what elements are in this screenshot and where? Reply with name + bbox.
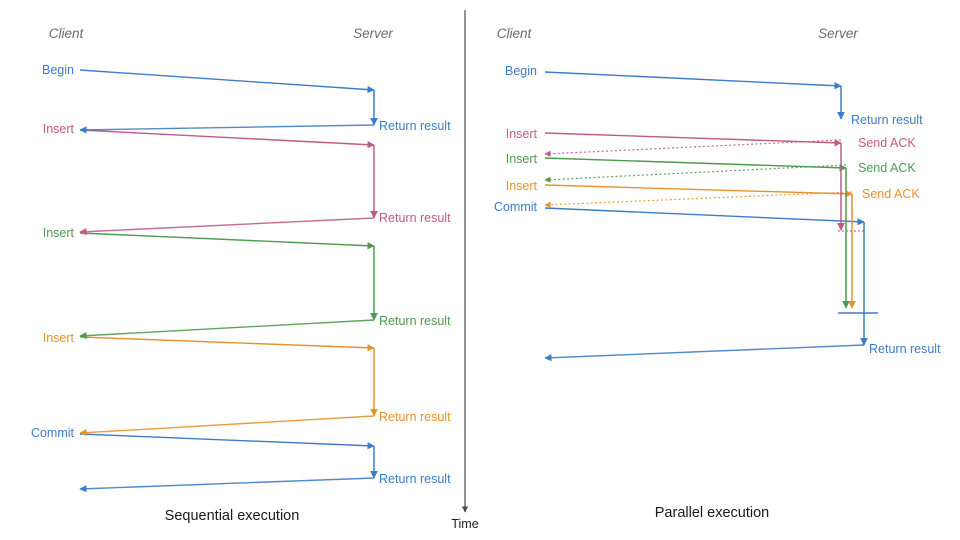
insert3-response [79, 415, 375, 437]
server-label-1: Send ACK [858, 136, 916, 150]
client-label-4: Commit [31, 426, 75, 440]
server-label-2: Send ACK [858, 161, 916, 175]
commit-request [79, 433, 375, 450]
insert1-ack [544, 139, 842, 157]
client-label-1: Insert [506, 127, 538, 141]
insert2-request [544, 157, 847, 172]
insert2-response [79, 319, 375, 340]
server-label-0: Return result [851, 113, 923, 127]
insert3-request [79, 336, 375, 352]
server-label-3: Return result [379, 410, 451, 424]
panel-caption: Parallel execution [655, 505, 769, 521]
insert1-request [544, 132, 842, 147]
panel-caption: Sequential execution [165, 508, 300, 524]
insert2-ack [544, 164, 847, 183]
client-label-0: Begin [42, 63, 74, 77]
insert2-request [79, 232, 375, 250]
client-label-2: Insert [506, 152, 538, 166]
insert1-request [79, 129, 375, 149]
insert3-request [544, 184, 853, 198]
client-label-3: Insert [506, 179, 538, 193]
server-label-0: Return result [379, 119, 451, 133]
begin-response [79, 124, 375, 134]
client-label-1: Insert [43, 122, 75, 136]
server-label-4: Return result [379, 472, 451, 486]
server-label-3: Send ACK [862, 187, 920, 201]
insert1-response [79, 217, 375, 236]
time-axis-label: Time [451, 517, 478, 531]
client-label-2: Insert [43, 226, 75, 240]
lane-header-client: Client [49, 26, 85, 41]
lane-header-server: Server [353, 26, 393, 41]
commit-request [544, 207, 865, 226]
lane-header-server: Server [818, 26, 858, 41]
insert3-ack [544, 191, 853, 208]
client-label-3: Insert [43, 331, 75, 345]
commit-response [79, 477, 375, 493]
client-label-4: Commit [494, 200, 538, 214]
begin-request [544, 71, 842, 90]
commit-response [544, 344, 865, 362]
server-label-2: Return result [379, 314, 451, 328]
server-label-1: Return result [379, 211, 451, 225]
lane-header-client: Client [497, 26, 533, 41]
time-axis-group: Time [451, 10, 479, 531]
server-label-4: Return result [869, 342, 941, 356]
client-label-0: Begin [505, 64, 537, 78]
begin-request [79, 69, 375, 94]
